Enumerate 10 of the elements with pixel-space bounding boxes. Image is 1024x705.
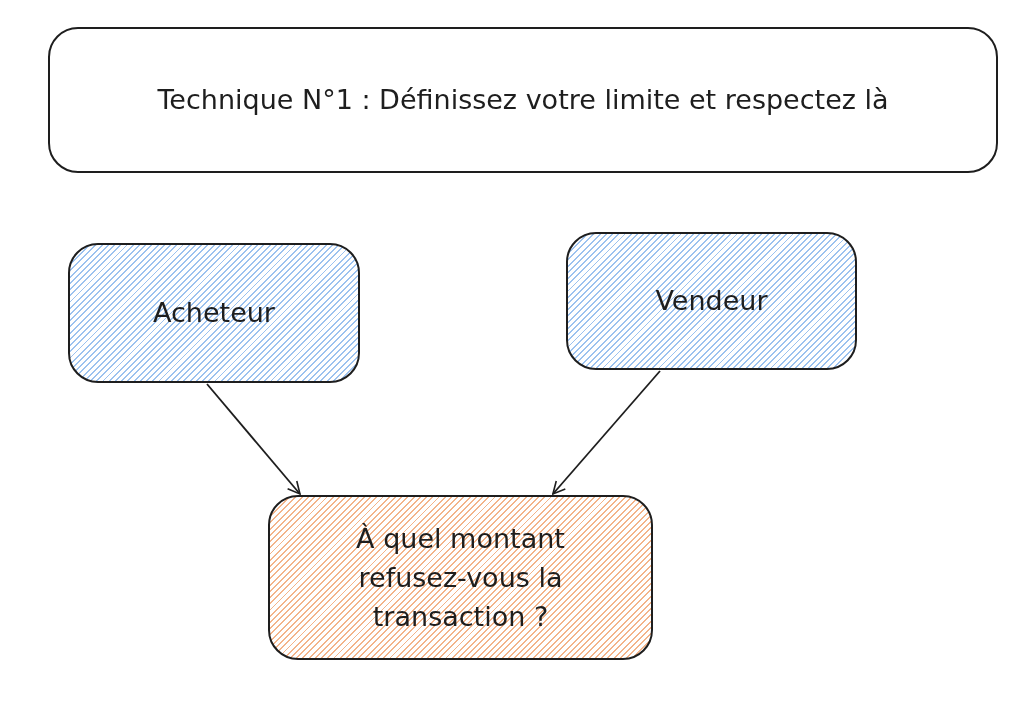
arrow — [552, 370, 661, 495]
node-text: Vendeur — [655, 284, 768, 319]
process-box — [68, 243, 360, 383]
question-box — [268, 495, 653, 660]
process-box — [566, 232, 857, 370]
node-text: Acheteur — [153, 296, 275, 331]
node-text: À quel montant refusez-vous la transaction ? — [355, 521, 566, 635]
node-text: Technique N°1 : Définissez votre limite et respectez là — [157, 83, 889, 118]
arrow — [206, 383, 301, 495]
title-box — [48, 27, 998, 173]
